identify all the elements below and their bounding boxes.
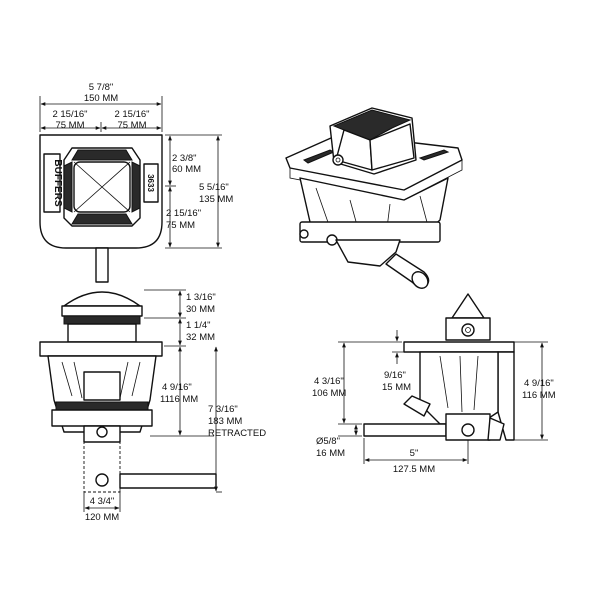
side-flange (403, 341, 515, 353)
top-shaft (95, 247, 109, 283)
front-collar (67, 323, 137, 343)
front-view: 1 3/16" 30 MM 1 1/4" 32 MM 4 9/16" 1116 … (39, 289, 266, 523)
iso-latch-screw-center (335, 157, 341, 163)
dim-retracted-label: RETRACTED (208, 428, 266, 439)
dim-body-height-mm: 1116 MM (160, 394, 198, 405)
top-latch-right-pad (131, 161, 141, 213)
front-center-block (83, 371, 121, 401)
buffers-label-box (43, 153, 61, 213)
side-clip (487, 417, 505, 441)
dim-lower-height-side-in: 4 3/16" (314, 376, 344, 387)
front-body-ribs (61, 361, 141, 399)
dim-overall-width-mm: 150 MM (84, 93, 118, 104)
dim-total-height-mm: 135 MM (199, 194, 233, 205)
iso-bottom-shape (335, 239, 401, 267)
top-latch-top-pad (71, 149, 133, 161)
dim-lower-height-side-mm: 106 MM (312, 388, 346, 399)
dim-lower-height-mm: 75 MM (166, 220, 195, 231)
part-number-box (143, 163, 159, 203)
dim-pin-length-in: 5" (410, 448, 419, 459)
dim-half-left-in: 2 15/16" (52, 109, 87, 120)
dim-overall-height-side-mm: 116 MM (522, 390, 556, 401)
dim-head-height-mm: 30 MM (186, 304, 215, 315)
dim-collar-height-mm: 32 MM (186, 332, 215, 343)
dim-head-height-in: 1 3/16" (186, 292, 216, 303)
dim-overall-height-side-in: 4 9/16" (524, 378, 554, 389)
buffers-label: BUFFERS (52, 159, 63, 207)
iso-label-plate-2 (418, 149, 450, 161)
front-base-bar (55, 401, 149, 411)
dim-half-left-mm: 75 MM (55, 120, 84, 131)
dim-offset-in: 9/16" (384, 370, 406, 381)
top-latch-left-pad (63, 161, 73, 213)
iso-latch-face-r (369, 123, 415, 171)
front-bolt (96, 426, 108, 438)
dim-upper-height-mm: 60 MM (172, 164, 201, 175)
front-retracted-handle (83, 441, 121, 493)
dim-total-height-in: 5 5/16" (199, 182, 229, 193)
dim-pin-length-mm: 127.5 MM (393, 464, 435, 475)
dim-retracted-in: 7 3/16" (208, 404, 238, 415)
side-body-ribs (439, 355, 479, 413)
front-flange (39, 341, 163, 357)
dim-offset-mm: 15 MM (382, 382, 411, 393)
side-pin-bolt (461, 423, 475, 437)
iso-mount-bar (299, 221, 441, 243)
dim-upper-height-in: 2 3/8" (172, 153, 197, 164)
side-pin (363, 423, 447, 437)
side-head-bolt-center (465, 327, 471, 333)
dim-half-right-in: 2 15/16" (114, 109, 149, 120)
front-base (51, 409, 153, 427)
iso-handle-end (411, 271, 429, 289)
dim-pin-dia-mm: 16 MM (316, 448, 345, 459)
top-view: BUFFERS 3633 5 7/8" 150 MM 2 15/16" 75 M… (39, 82, 233, 283)
iso-latch-screw (332, 154, 344, 166)
side-cone (451, 293, 485, 319)
side-lever (403, 395, 431, 417)
side-body (419, 351, 499, 425)
iso-housing-detail (315, 187, 429, 237)
top-latch-bottom-pad (71, 213, 133, 225)
side-head-bolt (461, 323, 475, 337)
dim-handle-width-in: 4 3/4" (90, 496, 115, 507)
dim-overall-width-in: 5 7/8" (89, 82, 114, 93)
part-number-label: 3633 (146, 174, 155, 192)
dim-collar-height-in: 1 1/4" (186, 320, 211, 331)
front-head-band-dark (63, 315, 141, 325)
iso-pin-hole (299, 229, 309, 239)
dim-pin-dia-in: Ø5/8" (316, 436, 340, 447)
dim-body-height-in: 4 9/16" (162, 382, 192, 393)
dim-lower-height-in: 2 15/16" (166, 208, 201, 219)
dim-handle-width-mm: 120 MM (85, 512, 119, 523)
dim-retracted-mm: 183 MM (208, 416, 242, 427)
side-view: 4 3/16" 106 MM 9/16" 15 MM Ø5/8" 16 MM 5… (312, 293, 556, 475)
dim-half-right-mm: 75 MM (117, 120, 146, 131)
isometric-view (285, 107, 463, 289)
top-latch-cross (73, 161, 131, 213)
front-handle-bar (119, 473, 217, 489)
front-head-band (61, 305, 143, 317)
front-dome (63, 291, 141, 307)
front-handle-knob (95, 473, 109, 487)
